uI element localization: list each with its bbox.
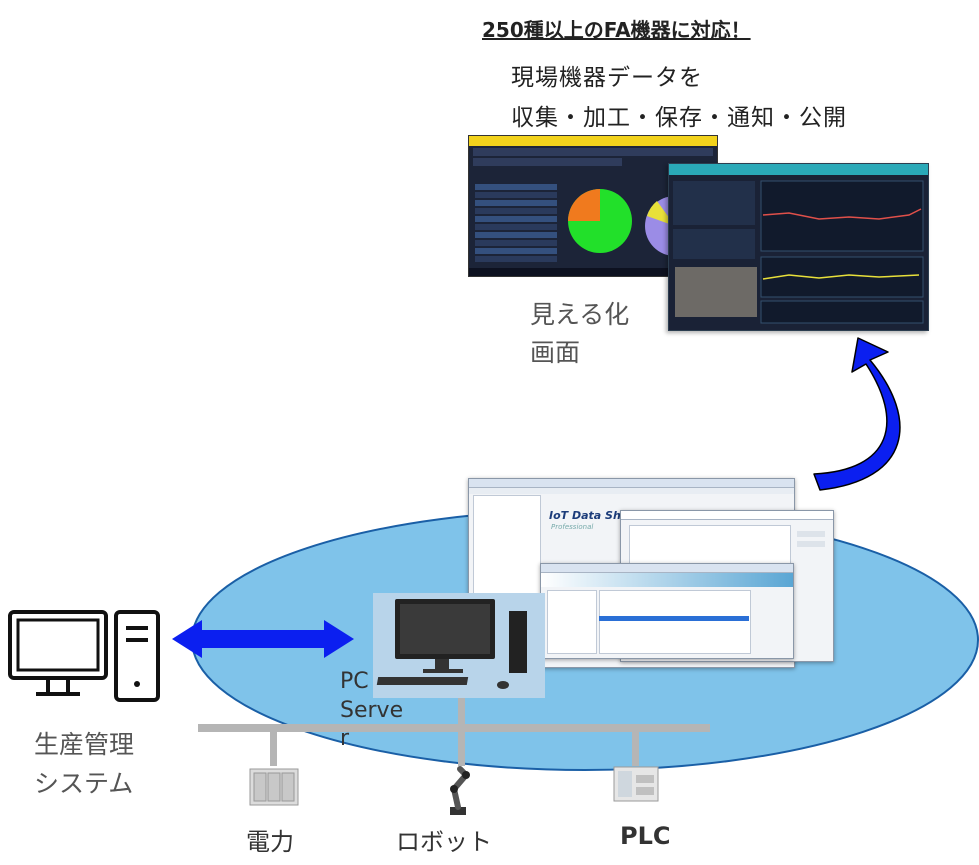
dashboard-table <box>475 184 557 264</box>
trend-chart-graphic <box>673 180 924 324</box>
pie-chart-graphic <box>568 189 632 253</box>
app-window-dialog <box>540 563 794 659</box>
pc-server-label: PC Serve r <box>340 669 404 752</box>
visualization-label: 見える化 画面 <box>530 300 630 367</box>
device-label-robot: ロボット <box>396 828 492 856</box>
network-bus <box>198 724 710 732</box>
network-drop-plc <box>632 728 639 766</box>
pc-server-icon <box>376 599 527 689</box>
curved-arrow <box>813 337 901 491</box>
production-system-label: 生産管理 システム <box>34 730 135 798</box>
device-label-power: 電力 <box>246 828 294 856</box>
device-label-plc: PLC <box>620 822 671 850</box>
robot-arm-icon <box>450 766 471 815</box>
pc-server-panel <box>373 593 545 698</box>
network-drop-robot <box>458 728 465 766</box>
production-system-icon <box>8 610 160 702</box>
headline: 250種以上のFA機器に対応！ <box>482 18 751 42</box>
double-arrow <box>172 620 354 658</box>
network-drop-pc <box>458 698 465 728</box>
subtitle-line-1: 現場機器データを <box>511 65 703 91</box>
app-edition: Professional <box>551 523 594 531</box>
network-drop-power <box>270 728 277 766</box>
dashboard-screenshot-2 <box>668 163 929 331</box>
app-title: IoT Data Share <box>549 509 642 522</box>
subtitle-line-2: 収集・加工・保存・通知・公開 <box>511 105 847 131</box>
plc-icon <box>613 766 659 802</box>
power-cabinet-icon <box>249 768 299 806</box>
